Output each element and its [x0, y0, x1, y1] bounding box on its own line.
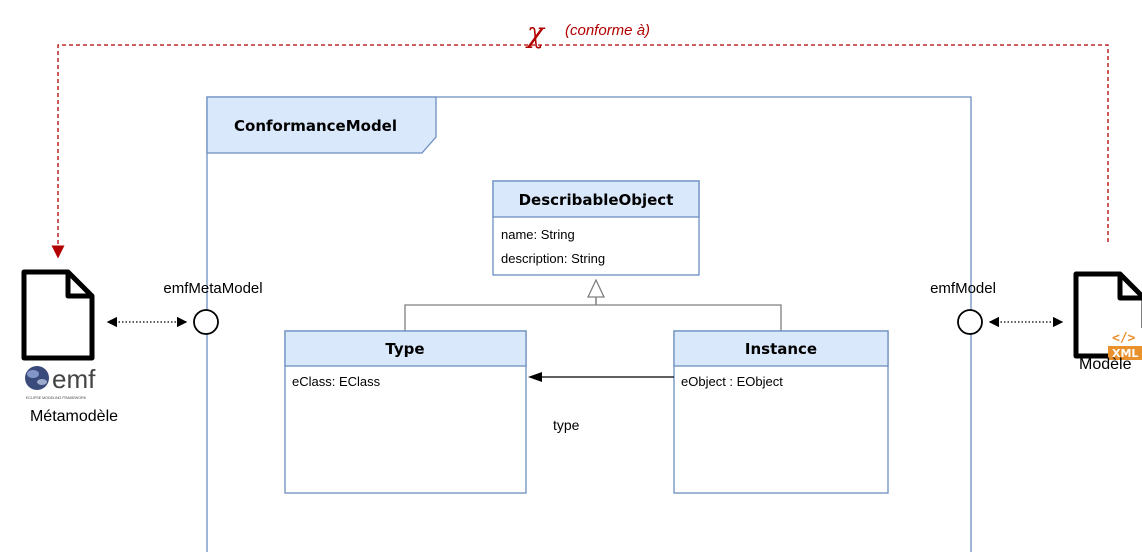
port-label-right: emfModel: [930, 280, 996, 297]
xml-badge: </> XML: [1108, 328, 1142, 360]
emf-logo: emf ECLIPSE MODELING FRAMEWORK: [25, 364, 96, 400]
class-attribute: eClass: EClass: [292, 374, 381, 389]
port-circle-icon[interactable]: [193, 309, 219, 335]
conformance-label: (conforme à): [565, 22, 650, 39]
model-document[interactable]: </> XML: [1073, 271, 1142, 360]
association-label: type: [553, 417, 580, 433]
conformance-connector: [51, 44, 1109, 259]
class-instance[interactable]: Instance eObject : EObject: [673, 330, 889, 494]
model-caption: Modèle: [1079, 356, 1132, 373]
class-describable-object[interactable]: DescribableObject name: String descripti…: [492, 180, 700, 276]
class-title: Instance: [745, 340, 817, 358]
svg-text:XML: XML: [1112, 347, 1138, 360]
class-attribute: name: String: [501, 227, 575, 242]
port-circle-icon[interactable]: [957, 309, 983, 335]
class-attribute: eObject : EObject: [681, 374, 783, 389]
class-attribute: description: String: [501, 251, 605, 266]
class-title: Type: [385, 340, 424, 358]
conformance-symbol: χ: [525, 16, 546, 49]
port-label-left: emfMetaModel: [163, 280, 262, 297]
arrowhead-icon: [528, 372, 542, 382]
port-emf-model[interactable]: [957, 309, 983, 335]
class-title: DescribableObject: [519, 191, 674, 209]
metamodel-caption: Métamodèle: [30, 408, 118, 425]
port-emf-metamodel[interactable]: [193, 309, 219, 335]
class-type[interactable]: Type eClass: EClass: [284, 330, 527, 494]
generalization-connector: [404, 278, 782, 331]
svg-text:emf: emf: [52, 364, 96, 394]
frame-title: ConformanceModel: [234, 117, 397, 135]
file-icon: [21, 269, 95, 361]
metamodel-document[interactable]: emf ECLIPSE MODELING FRAMEWORK: [21, 269, 96, 400]
association-type: [528, 372, 674, 382]
inheritance-triangle-icon: [586, 278, 606, 298]
code-icon: </>: [1112, 331, 1136, 346]
svg-text:ECLIPSE MODELING FRAMEWORK: ECLIPSE MODELING FRAMEWORK: [26, 396, 87, 400]
